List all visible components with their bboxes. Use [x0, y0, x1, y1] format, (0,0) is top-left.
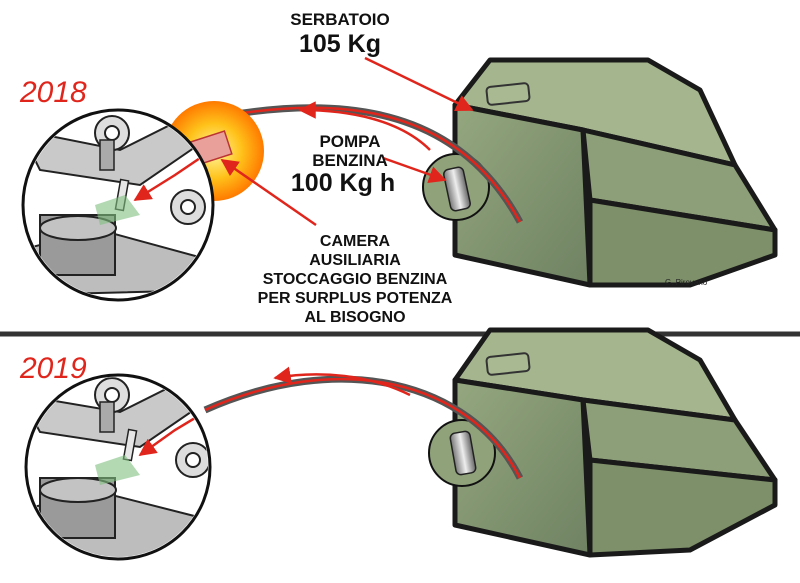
label-arrows-2018	[220, 56, 474, 227]
chamber-label: CAMERA AUSILIARIA STOCCAGGIO BENZINA PER…	[250, 232, 460, 327]
fuel-pump-icon	[428, 419, 496, 487]
chamber-label-line: PER SURPLUS POTENZA	[257, 290, 453, 307]
chamber-label-line: AL BISOGNO	[304, 309, 406, 326]
year-2018-label: 2018	[20, 76, 87, 109]
chamber-label-line: STOCCAGGIO BENZINA	[262, 271, 448, 288]
pump-value: 100 Kg h	[290, 169, 396, 197]
pump-label-line1: POMPA	[319, 132, 381, 151]
pump-label-line2: BENZINA	[312, 151, 388, 170]
engine-cutaway-icon	[21, 108, 215, 302]
fuel-line-2019	[203, 366, 524, 480]
fuel-line-2018	[229, 101, 524, 224]
tank-2018	[452, 57, 778, 288]
tank-2019	[452, 327, 778, 558]
tank-title: SERBATOIO	[290, 10, 390, 29]
chamber-label-line: AUSILIARIA	[309, 252, 401, 269]
author-label: G. Pirovano	[665, 278, 708, 287]
year-2019-label: 2019	[20, 352, 87, 385]
chamber-label-line: CAMERA	[319, 233, 391, 250]
tank-value: 105 Kg	[299, 30, 381, 58]
engine-cutaway-icon	[24, 373, 212, 561]
